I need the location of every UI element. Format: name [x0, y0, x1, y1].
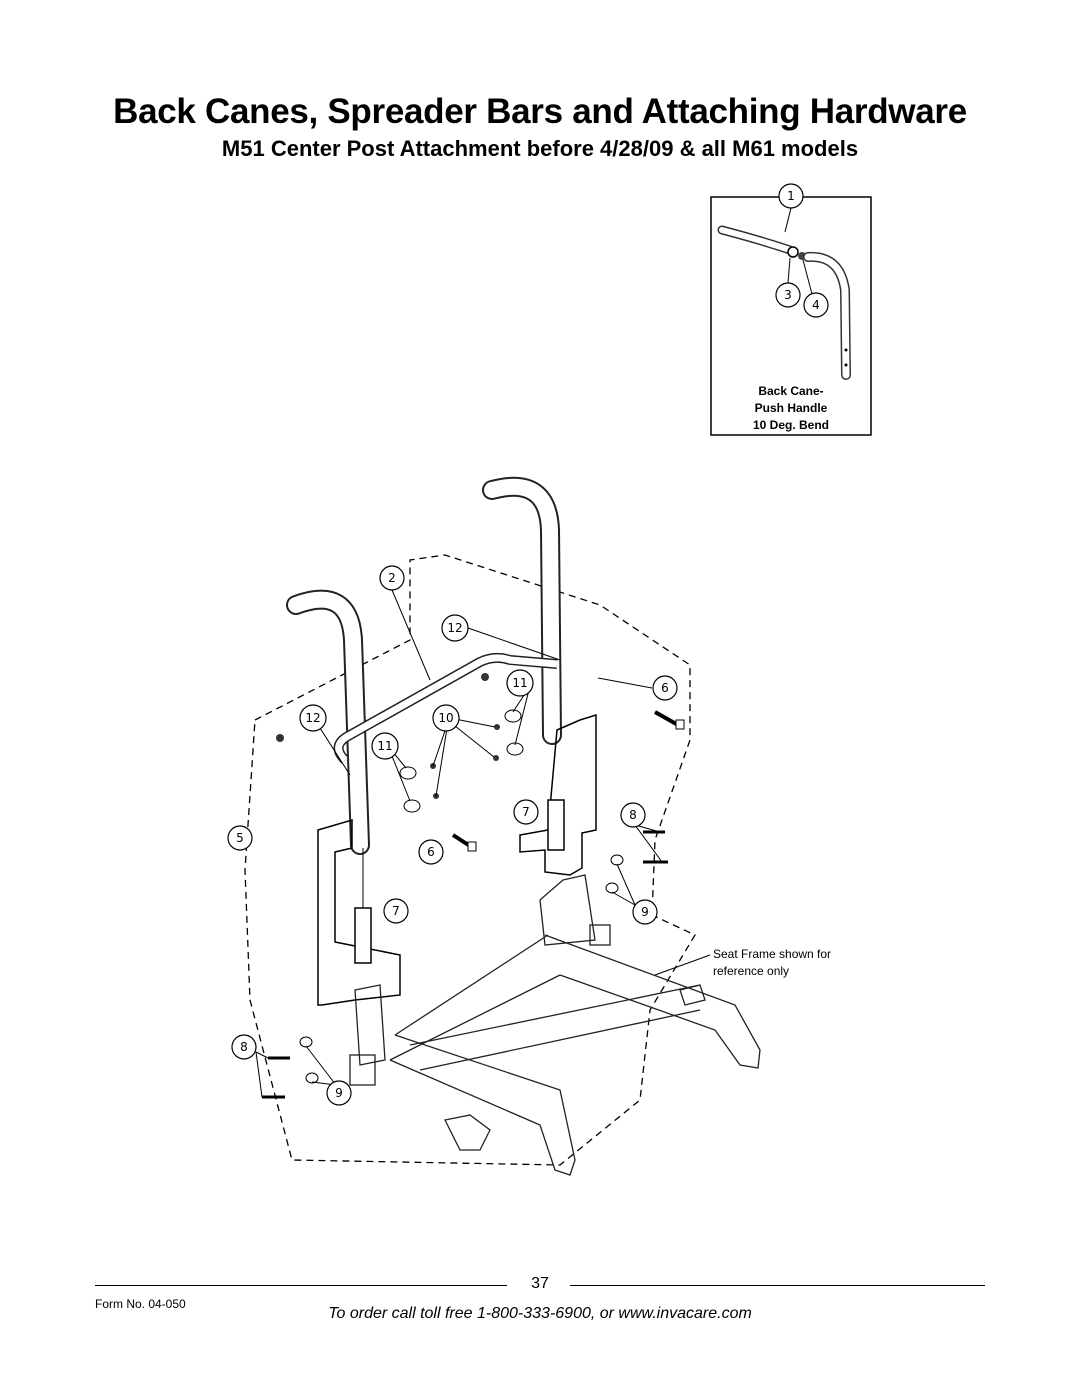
footer-rule-right — [570, 1285, 985, 1286]
seat-frame — [349, 874, 761, 1176]
inset-back-cane: 1 3 4 Back Cane- Push Handle 10 Deg. Ben… — [710, 183, 872, 436]
callout-11-lower: 11 — [377, 739, 392, 753]
inset-callout-4: 4 — [812, 298, 820, 312]
callout-7-lower: 7 — [392, 904, 400, 918]
page-title: Back Canes, Spreader Bars and Attaching … — [113, 92, 967, 131]
callout-9-lower: 9 — [335, 1086, 343, 1100]
page-number: 37 — [531, 1275, 549, 1292]
page-subtitle: M51 Center Post Attachment before 4/28/0… — [221, 136, 859, 161]
inset-callout-1: 1 — [787, 189, 795, 203]
callouts: 2 12 11 6 12 10 11 7 5 6 8 7 9 — [227, 565, 678, 1106]
inset-caption-line-3: 10 Deg. Bend — [753, 418, 829, 432]
callout-7-upper: 7 — [522, 805, 530, 819]
seat-frame-note-line-1: Seat Frame shown for — [713, 947, 831, 961]
callout-5: 5 — [236, 831, 244, 845]
callout-11-upper: 11 — [512, 676, 527, 690]
inset-caption-line-2: Push Handle — [755, 401, 828, 415]
inset-callout-3: 3 — [784, 288, 792, 302]
footer-rule-left — [95, 1285, 507, 1286]
callout-12-upper: 12 — [447, 621, 462, 635]
callout-6-upper: 6 — [661, 681, 669, 695]
callout-10: 10 — [438, 711, 453, 725]
callout-8-upper: 8 — [629, 808, 637, 822]
order-contact-line: To order call toll free 1-800-333-6900, … — [328, 1305, 752, 1322]
callout-9-upper: 9 — [641, 905, 649, 919]
callout-12-lower: 12 — [305, 711, 320, 725]
inset-caption-line-1: Back Cane- — [758, 384, 823, 398]
seat-frame-note-line-2: reference only — [713, 964, 789, 978]
callout-8-lower: 8 — [240, 1040, 248, 1054]
callout-6-lower: 6 — [427, 845, 435, 859]
main-assembly: 2 12 11 6 12 10 11 7 5 6 8 7 9 — [227, 476, 831, 1176]
callout-2: 2 — [388, 571, 396, 585]
form-number: Form No. 04-050 — [95, 1297, 186, 1311]
